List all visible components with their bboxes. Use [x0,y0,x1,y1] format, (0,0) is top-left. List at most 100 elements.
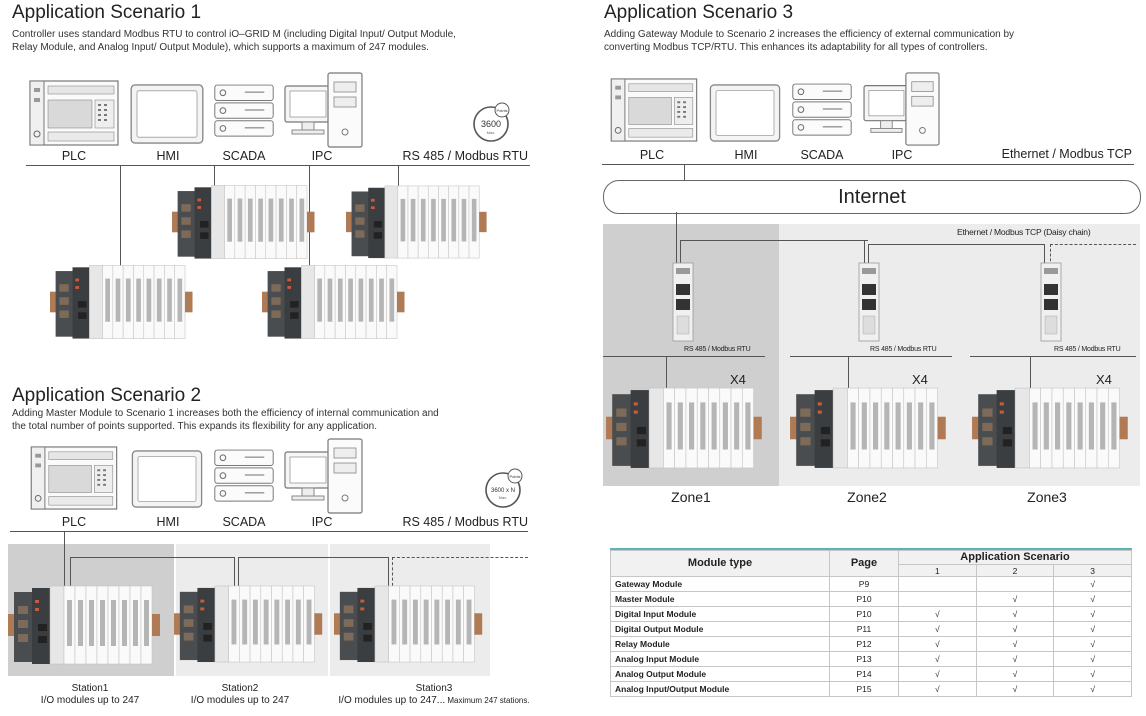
col-scenario-1: 1 [898,564,977,577]
bus-label: Ethernet / Modbus TCP [1001,147,1132,161]
module-name-cell: Digital Input Module [610,606,830,622]
scenario1-description: Controller uses standard Modbus RTU to c… [12,29,456,53]
daisy-chain-continued [1050,244,1051,266]
module-name-cell: Analog Input/Output Module [610,681,830,697]
daisy-chain-link [680,240,868,241]
ipc-icon [284,72,364,148]
daisy-chain-link [1044,244,1045,266]
col-page: Page [829,550,899,577]
scenario2-cell [975,576,1055,592]
zone3-label: Zone3 [1027,489,1067,505]
daisy-chain-link [868,244,1044,245]
bus-label: RS 485 / Modbus RTU [402,149,528,163]
daisy-chain-continued [1050,244,1136,245]
daisy-chain-link [680,240,681,266]
device-label-plc: PLC [61,515,87,529]
gateway-module-icon [858,262,880,342]
scenario1-cell [898,576,977,592]
scenario2-cell: √ [975,621,1055,637]
module-name-cell: Digital Output Module [610,621,830,637]
rtu-label-zone2: RS 485 / Modbus RTU [870,346,937,353]
gateway-module-icon [672,262,694,342]
device-label-ipc: IPC [311,149,333,163]
points-badge-icon: Points 3600 x N Max. [485,468,523,508]
daisy-chain-label: Ethernet / Modbus TCP (Daisy chain) [957,227,1091,237]
scenario2-description: Adding Master Module to Scenario 1 incre… [12,408,439,432]
scenario1-cell: √ [898,636,977,652]
daisy-chain-link [864,240,865,266]
scenario1-cell: √ [898,666,977,682]
col-scenario-2: 2 [975,564,1055,577]
station-link [70,557,234,558]
page-cell: P13 [829,651,899,667]
multiplier-zone3: X4 [1096,372,1112,387]
hmi-icon [130,450,204,508]
hmi-icon [130,84,204,144]
module-name-cell: Master Module [610,591,830,607]
io-module-stack-icon [174,584,330,664]
rtu-drop [666,356,667,388]
station-link [234,557,235,591]
scenario3-cell: √ [1053,681,1132,697]
svg-text:3600: 3600 [481,119,501,129]
scenario1-cell: √ [898,606,977,622]
svg-text:3600 x N: 3600 x N [491,488,515,494]
io-module-stack-icon [606,386,770,470]
bus-drop [214,165,215,187]
station-link-continued [392,557,528,558]
device-label-scada: SCADA [222,515,266,529]
plc-icon [28,80,120,146]
device-label-scada: SCADA [222,149,266,163]
page-cell: P10 [829,606,899,622]
station-link [238,557,388,558]
scenario1-title: Application Scenario 1 [12,2,202,23]
io-module-stack-icon [262,263,412,341]
col-scenario-3: 3 [1053,564,1132,577]
io-module-stack-icon [334,584,490,664]
hmi-icon [708,84,782,142]
col-application-scenario: Application Scenario [898,550,1132,565]
scenario2-cell: √ [975,606,1055,622]
device-label-hmi: HMI [734,148,758,162]
station-link [238,557,239,591]
page-cell: P15 [829,681,899,697]
scenario3-title: Application Scenario 3 [604,2,794,23]
scenario2-cell: √ [975,636,1055,652]
table-top-rule [610,548,1132,550]
svg-text:Max.: Max. [487,130,496,135]
device-label-plc: PLC [639,148,665,162]
scenario3-cell: √ [1053,621,1132,637]
scenario2-cell: √ [975,681,1055,697]
page-cell: P14 [829,666,899,682]
scenario2-cell: √ [975,666,1055,682]
svg-text:Max.: Max. [499,495,508,500]
scada-icon [214,448,274,504]
scada-icon [792,82,852,138]
ipc-icon [862,72,942,146]
rtu-drop [1030,356,1031,388]
device-label-ipc: IPC [311,515,333,529]
internet-drop [676,212,677,266]
rtu-bus-zone2 [790,356,952,357]
scenario3-cell: √ [1053,591,1132,607]
io-module-stack-icon [346,183,494,261]
zone1-label: Zone1 [671,489,711,505]
page-cell: P12 [829,636,899,652]
scenario3-cell: √ [1053,636,1132,652]
io-module-stack-icon [50,263,200,341]
scenario1-cell: √ [898,651,977,667]
station2-caption: Station2 I/O modules up to 247 [190,683,290,706]
station-link [70,557,71,591]
svg-text:Points: Points [509,474,520,479]
bus-drop [398,165,399,187]
module-name-cell: Relay Module [610,636,830,652]
rtu-bus-zone1 [603,356,765,357]
station-link-continued [392,557,393,591]
plc-icon [608,78,700,142]
